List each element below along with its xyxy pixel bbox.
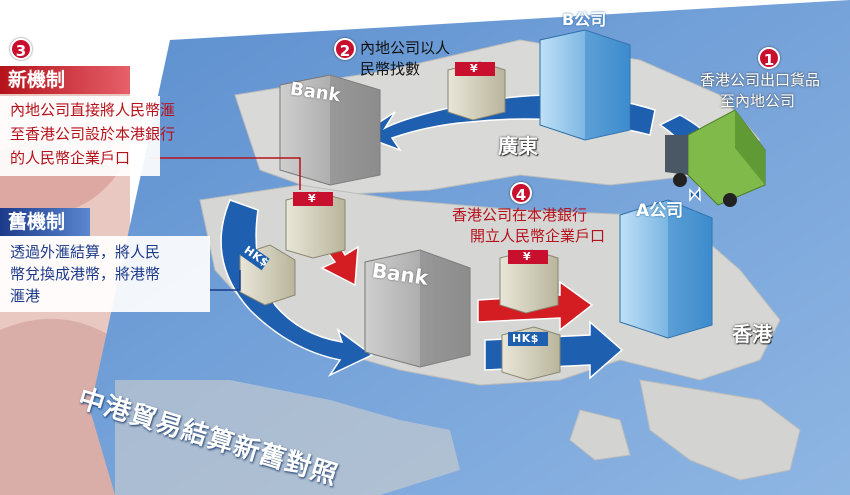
old-mechanism-line-1: 透過外滙結算，將人民 — [10, 243, 161, 261]
truck-icon — [665, 109, 766, 207]
connector-line-new — [150, 157, 301, 190]
new-mechanism-line-3: 的人民幣企業戶口 — [10, 149, 131, 167]
step-1-line-2: 至內地公司 — [720, 92, 796, 110]
new-mechanism-panel — [0, 96, 160, 176]
hongkong-islands — [569, 379, 801, 481]
region-hongkong: 香港 — [732, 322, 772, 346]
rmb-tag-middle: ¥ — [308, 192, 317, 205]
old-mechanism-panel — [0, 236, 210, 312]
new-mechanism-heading: 新機制 — [0, 66, 130, 94]
rmb-tag-bottom: ¥ — [523, 250, 532, 263]
company-a-label: A公司 — [636, 201, 684, 221]
old-mechanism-line-3: 滙港 — [10, 287, 41, 305]
company-a-tower — [619, 199, 713, 339]
hkd-tag-bottom: HK$ — [512, 332, 539, 345]
lower-left-land — [115, 380, 460, 495]
rmb-stack-top — [447, 61, 506, 121]
rmb-tag-top: ¥ — [470, 62, 479, 75]
bank-building-top — [279, 74, 381, 186]
step-2-line-1: 內地公司以人 — [360, 39, 451, 57]
step-badge-4: 4 — [510, 182, 532, 204]
step-badge-3: 3 — [10, 38, 32, 60]
step-badge-2: 2 — [334, 38, 356, 60]
bank-building-bottom — [364, 249, 471, 368]
step-1-line-1: 香港公司出口貨品 — [700, 71, 821, 89]
connector-line-old — [210, 270, 241, 291]
step-4-line-2: 開立人民幣企業戶口 — [470, 227, 606, 245]
step-4-line-1: 香港公司在本港銀行 — [452, 206, 588, 224]
company-b-tower — [539, 29, 631, 141]
company-b-label: B公司 — [562, 10, 607, 29]
old-mechanism-line-2: 幣兌換成港幣，將港幣 — [10, 265, 161, 283]
rmb-stack-middle — [285, 191, 346, 259]
new-mechanism-line-1: 內地公司直接將人民幣滙 — [10, 101, 176, 119]
rmb-stack-bottom — [499, 249, 559, 314]
hkd-stack-left — [239, 243, 296, 306]
step-badge-1: 1 — [758, 47, 780, 69]
old-mechanism-heading: 舊機制 — [0, 208, 90, 236]
hkd-stack-bottom — [501, 326, 561, 381]
step-2-line-2: 民幣找數 — [360, 60, 421, 78]
new-mechanism-line-2: 至香港公司設於本港銀行 — [10, 125, 176, 143]
banknote-pattern-2 — [0, 318, 130, 495]
region-guangdong: 廣東 — [498, 134, 538, 158]
